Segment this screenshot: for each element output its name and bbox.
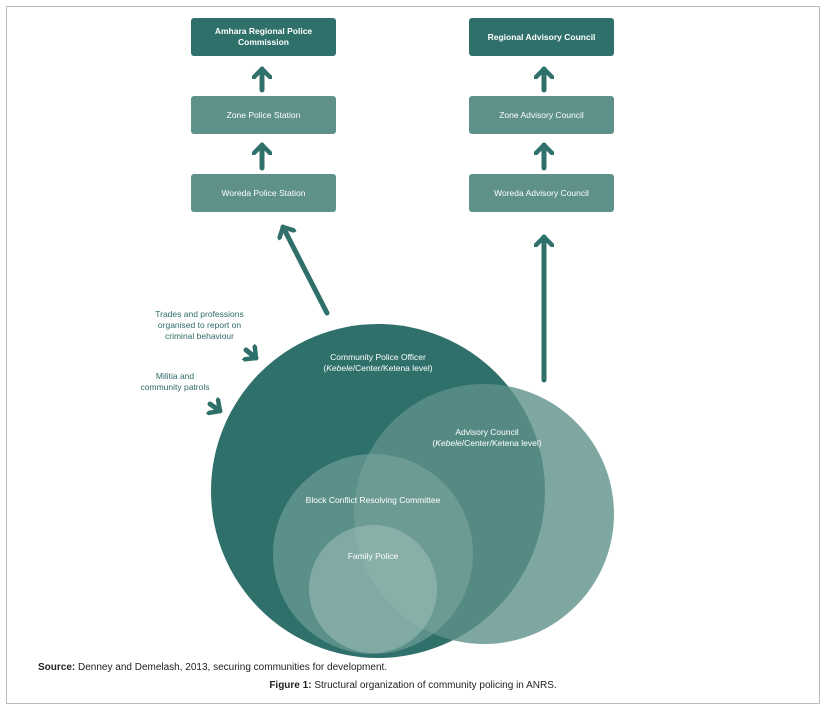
arrow-cpo-to-woreda-icon — [283, 224, 330, 316]
woreda-advisory-council-box: Woreda Advisory Council — [469, 174, 614, 212]
woreda-police-station-box: Woreda Police Station — [191, 174, 336, 212]
source-label: Source: — [38, 662, 76, 673]
box-label: Zone Advisory Council — [499, 109, 584, 120]
arrow-trades-icon — [246, 350, 259, 358]
box-label: Zone Police Station — [226, 109, 301, 120]
cpo-label: Community Police Officer (Kebele/Center/… — [298, 352, 458, 374]
box-label: Regional Advisory Council — [487, 31, 596, 42]
zone-advisory-council-box: Zone Advisory Council — [469, 96, 614, 134]
family-police-label: Family Police — [347, 551, 399, 561]
cpo-title: Community Police Officer — [330, 352, 426, 362]
caption-text: Structural organization of community pol… — [311, 680, 557, 691]
arrow-militia-icon — [210, 404, 223, 411]
zone-police-station-box: Zone Police Station — [191, 96, 336, 134]
cpo-level-italic: Kebele — [326, 363, 353, 373]
advisory-level-italic: Kebele — [435, 438, 462, 448]
cpo-level-rest: /Center/Ketena level) — [352, 363, 433, 373]
advisory-title: Advisory Council — [455, 427, 519, 437]
source-text: Denney and Demelash, 2013, securing comm… — [75, 662, 388, 673]
cpo-level: (Kebele/Center/Ketena level) — [323, 363, 433, 373]
family-police-circle — [309, 525, 437, 653]
advisory-level-rest: /Center/Ketena level) — [461, 438, 542, 448]
box-label: Woreda Police Station — [221, 187, 306, 198]
block-committee-label: Block Conflict Resolving Committee — [305, 495, 441, 505]
figure-caption: Figure 1: Structural organization of com… — [7, 680, 819, 691]
regional-advisory-council-box: Regional Advisory Council — [469, 18, 614, 56]
figure: Amhara Regional Police Commission Zone P… — [6, 6, 820, 704]
box-label: Woreda Advisory Council — [494, 187, 589, 198]
trades-label: Trades and professions organised to repo… — [155, 309, 244, 341]
source-note: Source: Denney and Demelash, 2013, secur… — [38, 662, 387, 673]
police-commission-box: Amhara Regional Police Commission — [191, 18, 336, 56]
caption-label: Figure 1: — [269, 680, 312, 691]
box-label: Amhara Regional Police Commission — [214, 26, 313, 47]
militia-label: Militia and community patrols — [140, 371, 210, 392]
diagram-graphics — [7, 66, 614, 658]
advisory-level: (Kebele/Center/Ketena level) — [432, 438, 542, 448]
advisory-label: Advisory Council (Kebele/Center/Ketena l… — [412, 427, 562, 449]
